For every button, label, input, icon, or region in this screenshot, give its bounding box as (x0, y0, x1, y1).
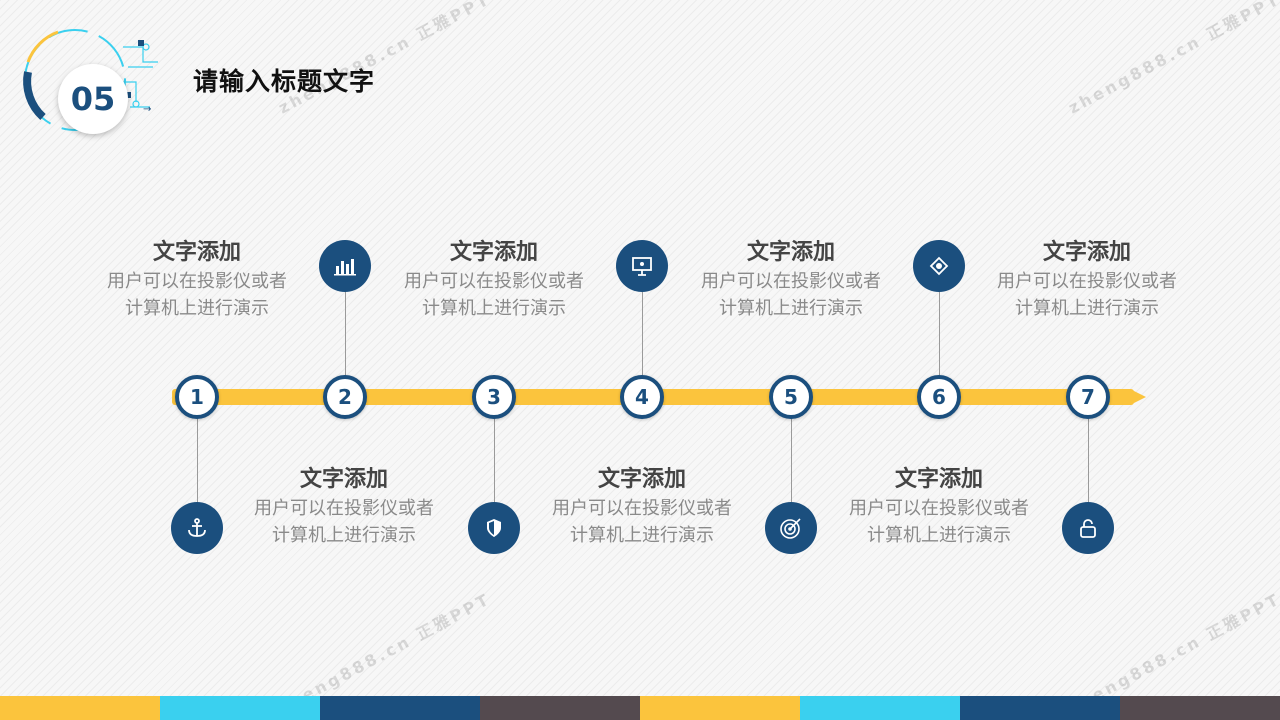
text-description[interactable]: 用户可以在投影仪或者 (404, 271, 584, 292)
timeline-text-block: 文字添加 用户可以在投影仪或者 计算机上进行演示 (829, 465, 1049, 549)
stripe-segment (480, 696, 640, 720)
watermark: zheng888.cn 正雅PPT (275, 0, 494, 118)
watermark: zheng888.cn 正雅PPT (1065, 0, 1280, 118)
section-badge: → 05 (18, 22, 158, 134)
leaf-circle-icon (913, 240, 965, 292)
lock-icon (1062, 502, 1114, 554)
timeline-text-block: 文字添加 用户可以在投影仪或者 计算机上进行演示 (681, 238, 901, 322)
text-title[interactable]: 文字添加 (299, 467, 388, 492)
timeline-node[interactable]: 5 (769, 375, 813, 419)
timeline-node[interactable]: 7 (1066, 375, 1110, 419)
text-title[interactable]: 文字添加 (894, 467, 983, 492)
connector-line (642, 290, 643, 380)
text-title[interactable]: 文字添加 (1042, 240, 1131, 265)
stripe-segment (640, 696, 800, 720)
stripe-segment (320, 696, 480, 720)
timeline-node[interactable]: 6 (917, 375, 961, 419)
bar-chart-icon (319, 240, 371, 292)
stripe-segment (960, 696, 1120, 720)
text-description[interactable]: 计算机上进行演示 (422, 298, 566, 319)
text-title[interactable]: 文字添加 (152, 240, 241, 265)
timeline-node[interactable]: 4 (620, 375, 664, 419)
page-title[interactable]: 请输入标题文字 (193, 67, 376, 96)
text-description[interactable]: 用户可以在投影仪或者 (107, 271, 287, 292)
text-description[interactable]: 计算机上进行演示 (1015, 298, 1159, 319)
text-title[interactable]: 文字添加 (597, 467, 686, 492)
connector-line (1088, 415, 1089, 505)
section-number: 05 (58, 64, 128, 134)
timeline-node[interactable]: 3 (472, 375, 516, 419)
timeline-text-block: 文字添加 用户可以在投影仪或者 计算机上进行演示 (532, 465, 752, 549)
text-title[interactable]: 文字添加 (449, 240, 538, 265)
timeline-text-block: 文字添加 用户可以在投影仪或者 计算机上进行演示 (87, 238, 307, 322)
timeline-text-block: 文字添加 用户可以在投影仪或者 计算机上进行演示 (384, 238, 604, 322)
shield-icon (468, 502, 520, 554)
svg-text:→: → (143, 104, 151, 115)
text-description[interactable]: 用户可以在投影仪或者 (849, 498, 1029, 519)
text-description[interactable]: 计算机上进行演示 (570, 525, 714, 546)
text-description[interactable]: 计算机上进行演示 (272, 525, 416, 546)
timeline-arrow (1130, 389, 1146, 405)
target-icon (765, 502, 817, 554)
text-description[interactable]: 计算机上进行演示 (867, 525, 1011, 546)
footer-color-stripe (0, 696, 1280, 720)
timeline-text-block: 文字添加 用户可以在投影仪或者 计算机上进行演示 (977, 238, 1197, 322)
timeline-text-block: 文字添加 用户可以在投影仪或者 计算机上进行演示 (234, 465, 454, 549)
connector-line (197, 415, 198, 505)
stripe-segment (800, 696, 960, 720)
text-description[interactable]: 用户可以在投影仪或者 (701, 271, 881, 292)
timeline-node[interactable]: 1 (175, 375, 219, 419)
stripe-segment (160, 696, 320, 720)
timeline-node[interactable]: 2 (323, 375, 367, 419)
connector-line (345, 290, 346, 380)
connector-line (494, 415, 495, 505)
connector-line (791, 415, 792, 505)
stripe-segment (1120, 696, 1280, 720)
text-description[interactable]: 用户可以在投影仪或者 (254, 498, 434, 519)
text-description[interactable]: 计算机上进行演示 (719, 298, 863, 319)
presentation-board-icon (616, 240, 668, 292)
text-title[interactable]: 文字添加 (746, 240, 835, 265)
text-description[interactable]: 用户可以在投影仪或者 (552, 498, 732, 519)
stripe-segment (0, 696, 160, 720)
connector-line (939, 290, 940, 380)
anchor-icon (171, 502, 223, 554)
text-description[interactable]: 用户可以在投影仪或者 (997, 271, 1177, 292)
text-description[interactable]: 计算机上进行演示 (125, 298, 269, 319)
